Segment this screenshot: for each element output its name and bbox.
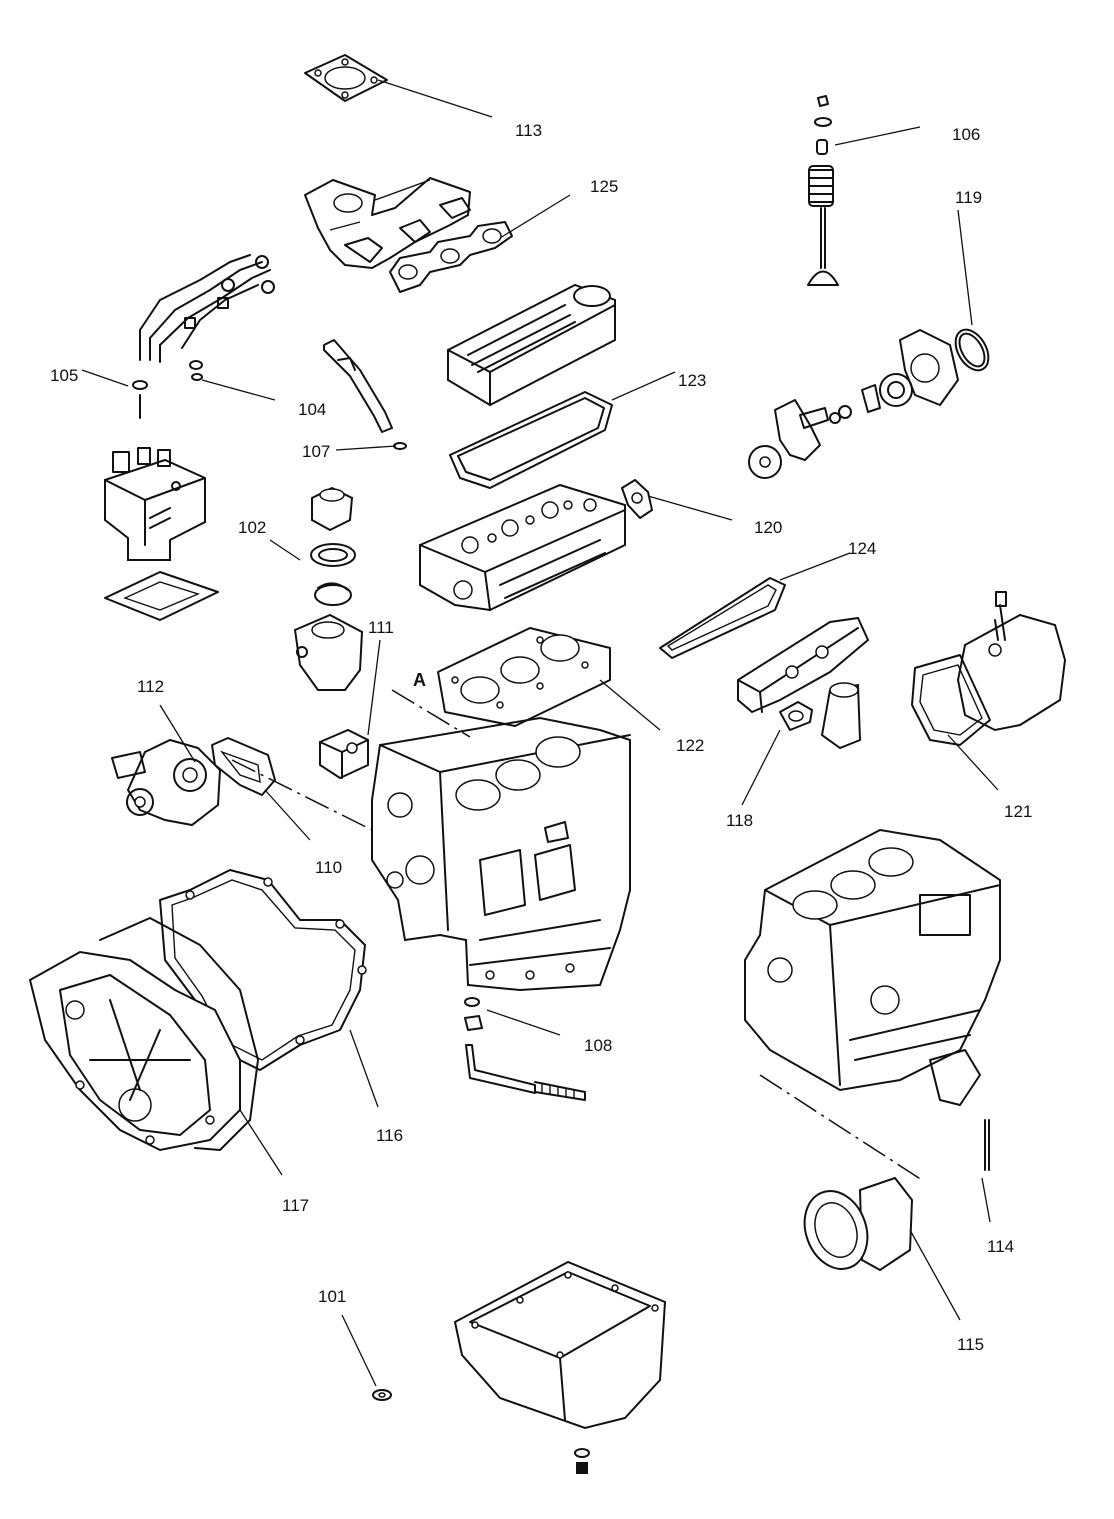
leader-lines bbox=[81, 79, 999, 1387]
cylinder-block-rear bbox=[744, 828, 1001, 1106]
cylinder-head bbox=[419, 483, 626, 612]
oil-filler-pipe-107 bbox=[323, 339, 407, 450]
label-112: 112 bbox=[137, 677, 164, 696]
gasket-120 bbox=[621, 479, 653, 519]
flange-gasket-113 bbox=[304, 54, 388, 102]
head-cover-gasket-123 bbox=[449, 391, 613, 489]
injection-lines-104 bbox=[132, 254, 275, 419]
label-102: 102 bbox=[238, 518, 266, 537]
dowel-114 bbox=[984, 1119, 990, 1171]
reference-line bbox=[231, 759, 373, 831]
gasket-124 bbox=[659, 577, 786, 659]
thermostat-assembly-102 bbox=[293, 486, 364, 691]
exhaust-manifold-gasket-125 bbox=[389, 221, 513, 293]
label-125: 125 bbox=[590, 177, 618, 196]
label-116: 116 bbox=[376, 1126, 403, 1145]
label-119: 119 bbox=[955, 188, 982, 207]
label-113: 113 bbox=[515, 121, 542, 140]
pump-gasket bbox=[104, 571, 219, 621]
rear-seal-115 bbox=[803, 1177, 913, 1271]
oil-pan bbox=[453, 1260, 667, 1430]
bolt-108 bbox=[464, 997, 586, 1101]
label-122: 122 bbox=[676, 736, 704, 755]
label-106: 106 bbox=[952, 125, 980, 144]
intake-manifold bbox=[737, 616, 870, 714]
reference-line bbox=[759, 1074, 923, 1181]
label-104: 104 bbox=[298, 400, 326, 419]
label-107: 107 bbox=[302, 442, 330, 461]
label-118: 118 bbox=[726, 811, 753, 830]
valve-assembly-106 bbox=[807, 95, 839, 286]
label-124: 124 bbox=[848, 539, 876, 558]
detail-a-label: A bbox=[413, 670, 426, 690]
label-120: 120 bbox=[754, 518, 782, 537]
cylinder-head-cover bbox=[447, 283, 616, 407]
label-115: 115 bbox=[957, 1335, 984, 1354]
water-pump-gasket-110 bbox=[211, 737, 276, 796]
gear-case-gasket-2 bbox=[99, 917, 259, 1151]
intake-pipe bbox=[820, 682, 862, 750]
label-121: 121 bbox=[1004, 802, 1032, 821]
label-105: 105 bbox=[50, 366, 78, 385]
label-117: 117 bbox=[282, 1196, 309, 1215]
cylinder-block bbox=[371, 716, 631, 992]
housing-111 bbox=[319, 728, 369, 780]
gear-cover-121 bbox=[911, 591, 1067, 746]
drain-plug bbox=[574, 1448, 590, 1474]
water-pump bbox=[111, 738, 222, 827]
label-110: 110 bbox=[315, 858, 342, 877]
label-123: 123 bbox=[678, 371, 706, 390]
injection-pump bbox=[104, 447, 206, 561]
gear-case-cover-117 bbox=[28, 950, 241, 1152]
exhaust-manifold bbox=[304, 177, 471, 269]
head-gasket-122 bbox=[437, 627, 611, 727]
label-111: 111 bbox=[368, 618, 394, 637]
reference-line bbox=[391, 689, 471, 738]
label-114: 114 bbox=[987, 1237, 1014, 1256]
drain-plug-101 bbox=[372, 1389, 392, 1401]
label-108: 108 bbox=[584, 1036, 612, 1055]
label-101: 101 bbox=[318, 1287, 346, 1306]
oil-pump-assembly-119 bbox=[748, 328, 990, 479]
gasket-118 bbox=[779, 701, 813, 731]
